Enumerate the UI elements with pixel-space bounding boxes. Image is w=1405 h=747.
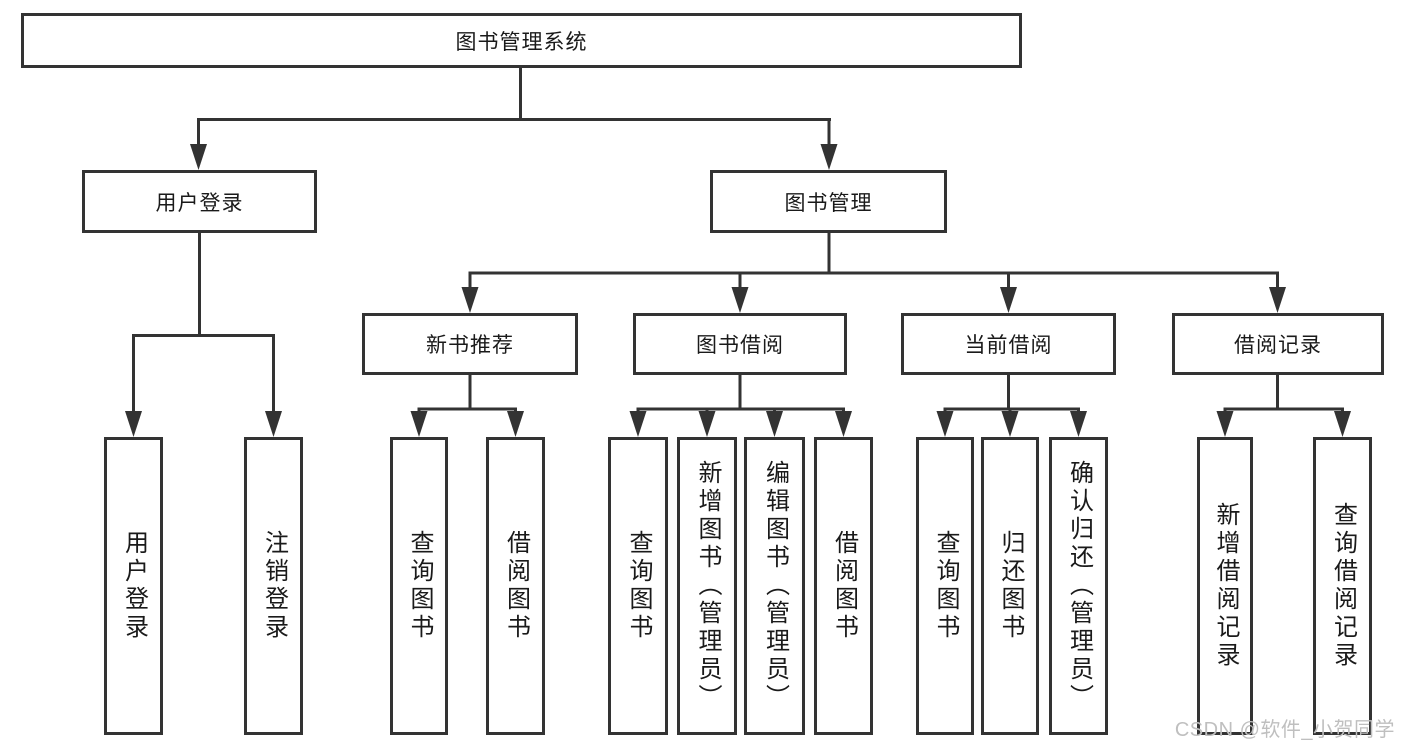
node-leaf-logout-label: 注销登录 (260, 530, 288, 642)
connector-root-to-level2 (197, 68, 831, 146)
arrow-head (1269, 287, 1286, 313)
node-leaf-user-login-label: 用户登录 (120, 530, 148, 642)
node-leaf-query-book-1-label: 查询图书 (406, 530, 433, 642)
node-root: 图书管理系统 (21, 13, 1022, 68)
node-leaf-query-book-2-label: 查询图书 (625, 530, 652, 642)
node-current-borrow-label: 当前借阅 (964, 334, 1053, 357)
node-leaf-query-record: 查询借阅记录 (1313, 437, 1372, 735)
arrow-head (265, 411, 282, 437)
arrow-head (1001, 411, 1019, 437)
node-root-label: 图书管理系统 (455, 30, 588, 54)
connector-bookmgmt-to-level3 (468, 233, 1279, 289)
arrow-head (1000, 287, 1017, 313)
node-new-book-recommend: 新书推荐 (362, 313, 578, 375)
node-leaf-user-login: 用户登录 (104, 437, 163, 735)
node-leaf-borrow-book-2: 借阅图书 (814, 437, 873, 735)
node-user-login-group: 用户登录 (82, 170, 317, 233)
arrow-head (125, 411, 142, 437)
arrow-head (766, 411, 783, 437)
arrow-head (461, 287, 479, 313)
node-leaf-query-book-3-label: 查询图书 (932, 530, 959, 642)
arrow-head (820, 144, 838, 170)
node-leaf-add-record-label: 新增借阅记录 (1212, 502, 1239, 670)
node-borrow-record-label: 借阅记录 (1234, 334, 1322, 357)
node-book-management-label: 图书管理 (784, 191, 873, 215)
connector-userlogin-to-leaves (132, 232, 275, 414)
node-leaf-return-book-label: 归还图书 (997, 530, 1024, 642)
node-leaf-return-book: 归还图书 (981, 437, 1039, 735)
arrow-head (410, 411, 428, 437)
arrow-head (1334, 411, 1351, 437)
node-leaf-borrow-book-2-label: 借阅图书 (830, 530, 858, 642)
node-user-login-group-label: 用户登录 (155, 191, 244, 215)
connector-newbook-to-leaves (417, 375, 517, 414)
node-book-borrow-label: 图书借阅 (696, 334, 784, 357)
node-current-borrow: 当前借阅 (901, 313, 1116, 375)
node-leaf-add-record: 新增借阅记录 (1197, 437, 1253, 735)
node-leaf-query-book-3: 查询图书 (916, 437, 974, 735)
arrow-head (190, 144, 207, 170)
node-book-borrow: 图书借阅 (633, 313, 847, 375)
connector-currentborrow-to-leaves (943, 375, 1080, 414)
arrow-head (698, 411, 716, 437)
node-leaf-logout: 注销登录 (244, 437, 303, 735)
node-leaf-edit-book: 编辑图书（管理员） (744, 437, 805, 735)
watermark: CSDN @软件_小贺同学 (1174, 719, 1395, 741)
connector-bookborrow-to-leaves (636, 375, 845, 414)
node-leaf-add-book-label: 新增图书（管理员） (694, 460, 721, 712)
arrow-head (629, 411, 647, 437)
node-leaf-query-book-1: 查询图书 (390, 437, 448, 735)
arrow-head (731, 287, 749, 313)
arrow-head (835, 411, 852, 437)
node-leaf-edit-book-label: 编辑图书（管理员） (761, 460, 789, 712)
node-leaf-query-record-label: 查询借阅记录 (1329, 502, 1357, 670)
arrow-head (1070, 411, 1087, 437)
connector-borrowrecord-to-leaves (1223, 375, 1344, 414)
node-borrow-record: 借阅记录 (1172, 313, 1384, 375)
arrow-head (507, 411, 524, 437)
node-leaf-confirm-return: 确认归还（管理员） (1049, 437, 1108, 735)
node-book-management: 图书管理 (710, 170, 947, 233)
node-new-book-recommend-label: 新书推荐 (426, 334, 514, 357)
node-leaf-borrow-book-1-label: 借阅图书 (502, 530, 530, 642)
arrow-head (1216, 411, 1234, 437)
node-leaf-query-book-2: 查询图书 (608, 437, 668, 735)
node-leaf-add-book: 新增图书（管理员） (677, 437, 737, 735)
node-leaf-borrow-book-1: 借阅图书 (486, 437, 545, 735)
node-leaf-confirm-return-label: 确认归还（管理员） (1065, 460, 1093, 712)
arrow-head (936, 411, 954, 437)
